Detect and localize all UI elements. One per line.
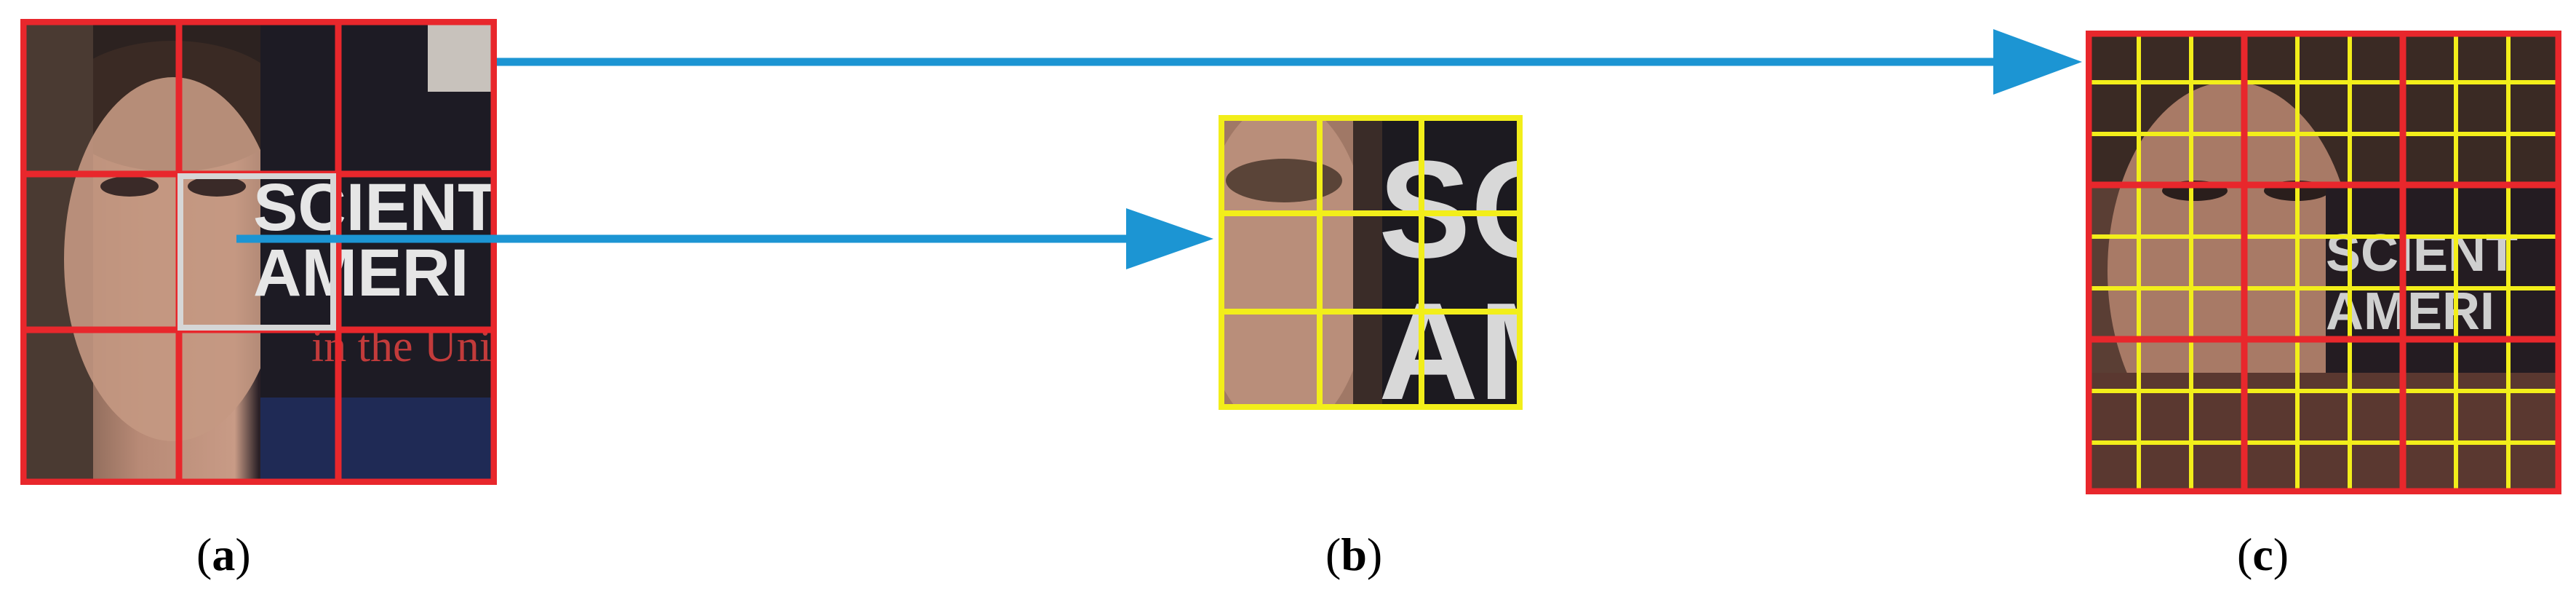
grid-c <box>2086 31 2561 494</box>
face-photo-a: SCIENT AMERI in the Uni <box>20 19 497 485</box>
patch-text-am: AM <box>1379 274 1523 410</box>
patch-photo-b: SC AM <box>1219 115 1523 410</box>
american-text-line2: AMERI <box>253 236 468 310</box>
grid-c-fine <box>2086 31 2561 494</box>
grid-c-coarse <box>2086 31 2561 494</box>
caption-b-letter: b <box>1341 529 1367 580</box>
c-text-line2: AMERI <box>2326 282 2495 341</box>
patch-text-sc: SC <box>1379 133 1523 287</box>
caption-b: (b) <box>1325 529 1383 580</box>
caption-a-letter: a <box>212 529 236 580</box>
highlighted-patch <box>178 173 336 331</box>
scientific-text-line1: SCIENT <box>253 170 497 245</box>
grid-a <box>20 19 497 485</box>
grid-b <box>1219 115 1523 410</box>
panel-b-image: SC AM <box>1219 115 1523 410</box>
caption-c-letter: c <box>2252 529 2273 580</box>
arrow-a-to-c <box>497 29 2082 95</box>
caption-c: (c) <box>2237 529 2289 580</box>
panel-a-image: SCIENT AMERI in the Uni <box>20 19 497 485</box>
caption-a: (a) <box>196 529 251 580</box>
panel-c-image: SCIENT AMERI <box>2086 31 2561 494</box>
c-text-line1: SCIENT <box>2326 224 2518 282</box>
